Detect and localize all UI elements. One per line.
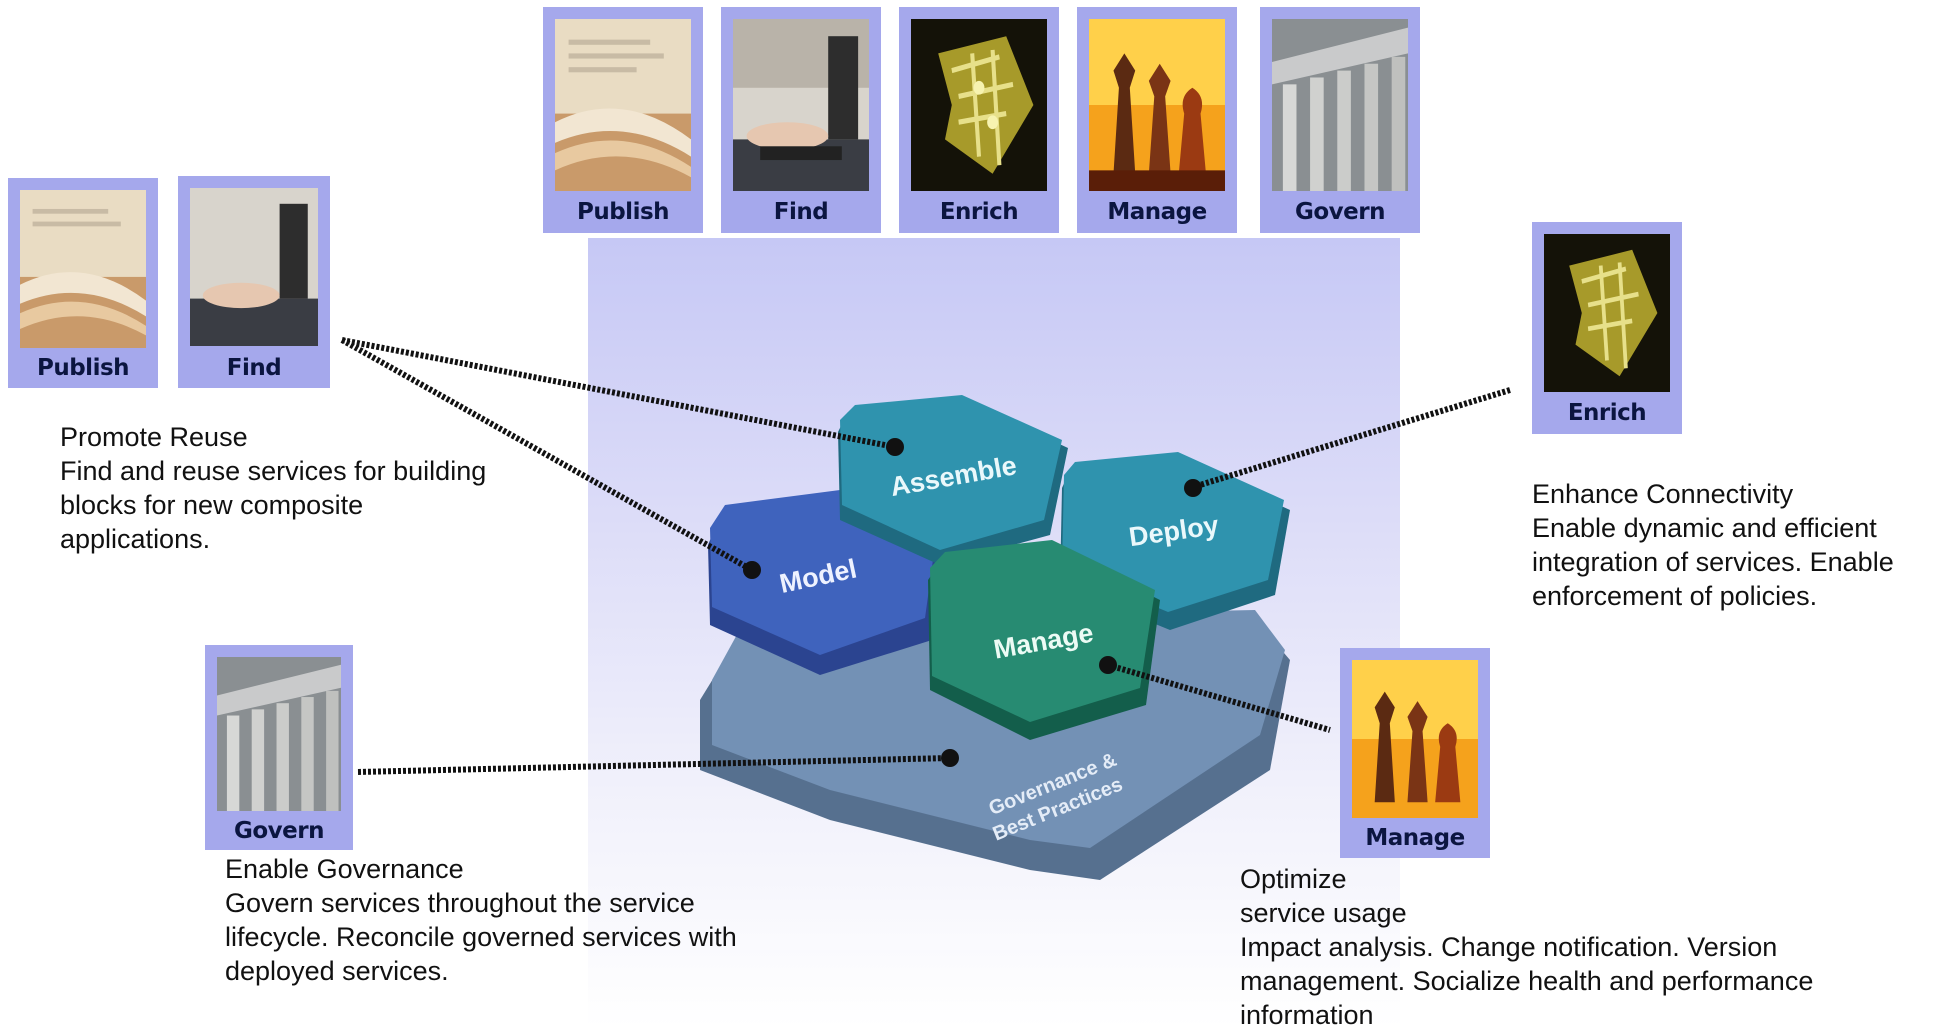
top-tile-manage: Manage <box>1077 7 1237 233</box>
top-tile-find-label: Find <box>773 199 829 225</box>
side-tile-enrich-label: Enrich <box>1567 400 1647 426</box>
classical-columns-icon <box>217 657 341 811</box>
connector-govern-governance <box>357 755 951 775</box>
newspaper-icon <box>20 190 146 348</box>
classical-columns-icon <box>1272 19 1408 191</box>
endpoint-deploy <box>1184 479 1202 497</box>
side-tile-find: Find <box>178 176 330 388</box>
text-enable-governance-line: deployed services. <box>225 956 449 986</box>
text-optimize: Optimize service usage Impact analysis. … <box>1240 862 1813 1032</box>
connector-lines <box>340 337 1511 775</box>
connector-manage-tile <box>1107 662 1331 733</box>
text-promote-reuse-line: Find and reuse services for building <box>60 456 487 486</box>
text-optimize-line: service usage <box>1240 898 1407 928</box>
endpoint-governance <box>941 749 959 767</box>
text-optimize-title: Optimize <box>1240 864 1347 894</box>
text-enhance-connectivity: Enhance Connectivity Enable dynamic and … <box>1532 477 1894 613</box>
side-tile-govern: Govern <box>205 645 353 850</box>
chess-pieces-icon <box>1089 19 1225 191</box>
text-enhance-connectivity-line: Enable dynamic and efficient <box>1532 513 1877 543</box>
circuit-puzzle-icon <box>911 19 1047 191</box>
top-tile-enrich-label: Enrich <box>939 199 1019 225</box>
side-tile-manage-label: Manage <box>1365 825 1465 851</box>
side-tile-enrich: Enrich <box>1532 222 1682 434</box>
text-enable-governance-title: Enable Governance <box>225 854 464 884</box>
side-tile-publish-label: Publish <box>36 355 130 381</box>
text-enable-governance-line: lifecycle. Reconcile governed services w… <box>225 922 737 952</box>
chess-pieces-icon <box>1352 660 1478 818</box>
circuit-puzzle-icon <box>1544 234 1670 392</box>
side-tile-publish: Publish <box>8 178 158 388</box>
endpoint-manage <box>1099 656 1117 674</box>
text-promote-reuse-line: blocks for new composite <box>60 490 364 520</box>
text-enhance-connectivity-title: Enhance Connectivity <box>1532 479 1794 509</box>
connector-find-model <box>340 337 754 573</box>
newspaper-icon <box>555 19 691 191</box>
side-tile-find-label: Find <box>226 355 282 381</box>
text-optimize-line: Impact analysis. Change notification. Ve… <box>1240 932 1778 962</box>
endpoint-assemble <box>886 438 904 456</box>
side-tile-govern-label: Govern <box>234 818 325 844</box>
connector-endpoints <box>743 438 1202 767</box>
hex-manage: Manage <box>928 540 1160 740</box>
top-tile-publish: Publish <box>543 7 703 233</box>
hex-deploy: Deploy <box>1060 452 1290 630</box>
text-promote-reuse-title: Promote Reuse <box>60 422 248 452</box>
connector-find-assemble <box>341 337 896 450</box>
top-tile-publish-label: Publish <box>576 199 670 225</box>
connector-enrich-deploy <box>1189 387 1511 491</box>
text-enhance-connectivity-line: integration of services. Enable <box>1532 547 1894 577</box>
laptop-typing-icon <box>190 188 318 346</box>
top-tile-govern: Govern <box>1260 7 1420 233</box>
top-tile-find: Find <box>721 7 881 233</box>
text-promote-reuse-line: applications. <box>60 524 211 554</box>
text-enable-governance-line: Govern services throughout the service <box>225 888 695 918</box>
top-tile-enrich: Enrich <box>899 7 1059 233</box>
text-optimize-line: management. Socialize health and perform… <box>1240 966 1814 996</box>
laptop-typing-icon <box>733 19 869 191</box>
text-promote-reuse: Promote Reuse Find and reuse services fo… <box>60 420 486 556</box>
top-tile-manage-label: Manage <box>1107 199 1207 225</box>
top-tile-govern-label: Govern <box>1295 199 1386 225</box>
text-enable-governance: Enable Governance Govern services throug… <box>225 852 737 988</box>
side-tile-manage: Manage <box>1340 648 1490 858</box>
text-enhance-connectivity-line: enforcement of policies. <box>1532 581 1818 611</box>
endpoint-model <box>743 561 761 579</box>
text-optimize-line: information <box>1240 1000 1374 1030</box>
